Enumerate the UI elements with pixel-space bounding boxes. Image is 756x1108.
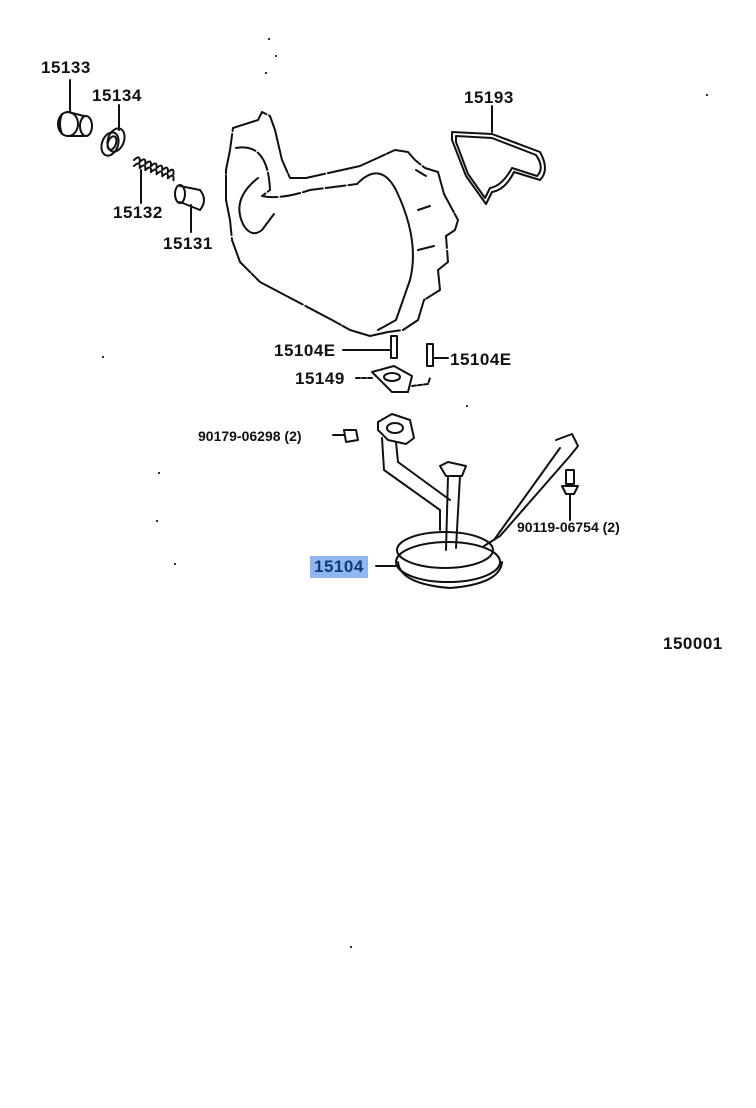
seal-15134-icon — [100, 104, 126, 157]
plug-15133-icon — [57, 79, 93, 137]
part-label-15131[interactable]: 15131 — [163, 234, 213, 253]
gasket-15149-icon — [355, 365, 431, 393]
stud-right-icon — [426, 343, 449, 367]
nut-90179-icon — [332, 429, 359, 443]
part-label-90119-06754[interactable]: 90119-06754 (2) — [517, 519, 620, 535]
part-label-15104-highlighted[interactable]: 15104 — [310, 556, 368, 578]
oil-strainer-15104-icon — [375, 413, 579, 589]
scan-dots — [102, 38, 708, 948]
part-label-15104e-right[interactable]: 15104E — [450, 350, 512, 369]
case-outline-icon — [225, 111, 459, 337]
valve-15131-icon — [174, 184, 205, 233]
gasket-15193-icon — [451, 105, 546, 205]
spring-15132-icon — [133, 156, 175, 204]
part-label-15104e-left[interactable]: 15104E — [274, 341, 336, 360]
part-label-15193[interactable]: 15193 — [464, 88, 514, 107]
part-label-15134[interactable]: 15134 — [92, 86, 142, 105]
part-label-15132[interactable]: 15132 — [113, 203, 163, 222]
part-label-15133[interactable]: 15133 — [41, 58, 91, 77]
bolt-90119-icon — [561, 469, 579, 521]
stud-left-icon — [342, 335, 398, 359]
part-label-15149[interactable]: 15149 — [295, 369, 345, 388]
part-label-90179-06298[interactable]: 90179-06298 (2) — [198, 428, 302, 444]
figure-id: 150001 — [663, 634, 723, 653]
